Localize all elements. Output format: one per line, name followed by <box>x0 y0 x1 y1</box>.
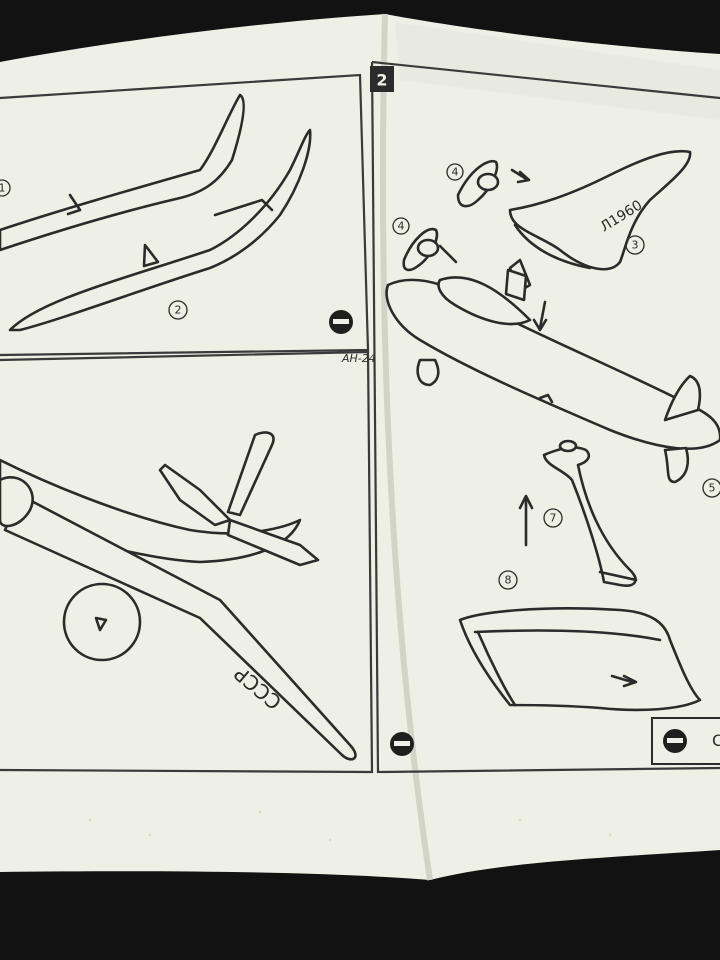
model-label: АН-24 <box>341 352 376 365</box>
callout-8: 8 <box>505 574 512 587</box>
step-number-badge: 2 <box>370 66 394 92</box>
propeller-lower-drawing: 4 <box>392 217 458 272</box>
stop-icon <box>329 310 353 334</box>
fuselage-part-drawing: 5 <box>385 268 720 498</box>
stop-icon <box>390 732 414 756</box>
callout-5: 5 <box>709 482 716 495</box>
callout-7: 7 <box>550 512 557 525</box>
paper-texture <box>88 810 612 842</box>
fold-line <box>379 13 433 881</box>
stand-part-drawing: 7 <box>518 439 638 587</box>
right-panel <box>370 60 720 774</box>
base-part-drawing: 8 <box>458 570 702 712</box>
tail-fin-part-drawing: Л1960 3 <box>508 149 692 294</box>
callout-3: 3 <box>632 239 639 252</box>
assembled-aircraft-drawing: СССР <box>0 431 414 761</box>
paper-sheet <box>0 14 720 880</box>
svg-text:2: 2 <box>376 71 387 90</box>
wing-assembly-drawing: 2 1 <box>0 93 353 334</box>
stop-box: С <box>651 717 720 765</box>
propeller-upper-drawing: 4 <box>446 159 531 208</box>
left-panel-top <box>0 73 370 357</box>
callout-4-lower: 4 <box>398 220 405 233</box>
left-panel-bottom <box>0 350 374 774</box>
callout-2: 2 <box>175 304 182 317</box>
stop-box-letter: С <box>712 731 720 750</box>
callout-4-upper: 4 <box>452 166 459 179</box>
callout-1: 1 <box>0 182 6 195</box>
